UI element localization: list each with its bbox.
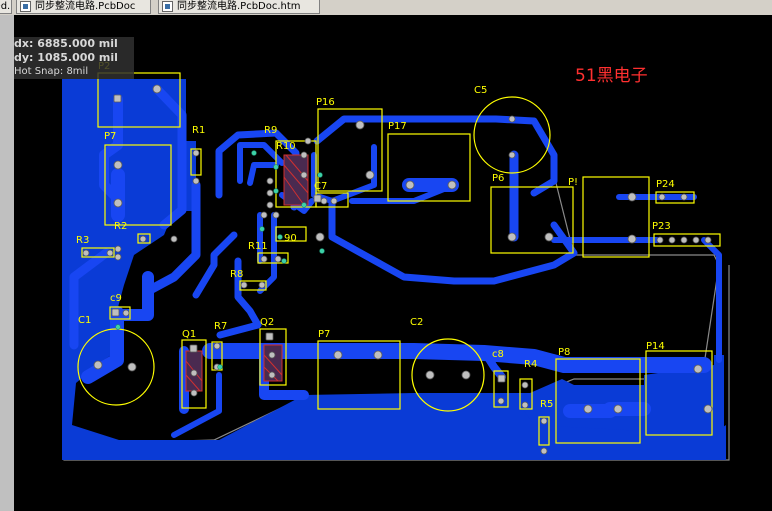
component-label: R2 [114, 221, 128, 232]
component-label: C1 [78, 315, 92, 326]
component-label: Q2 [260, 317, 275, 328]
component-label: P17 [388, 121, 407, 132]
component-label: P8 [558, 347, 571, 358]
dx-value: 6885.000 mil [37, 37, 118, 50]
component-label: Q1 [182, 329, 197, 340]
component-label: C5 [474, 85, 488, 96]
component-label: P24 [656, 179, 675, 190]
silkscreen-layer [77, 72, 721, 446]
brand-watermark: 51黑电子 [575, 66, 648, 86]
component-label: R3 [76, 235, 90, 246]
copper-pour-right [520, 405, 726, 460]
pcb-canvas[interactable]: P2P7R1R9R10P16P17C5R3R2C7P6P!P24P23R1190… [14, 15, 772, 511]
component-label: C2 [410, 317, 424, 328]
tab-0-label: Dd... [0, 1, 11, 12]
dy-value: 1085.000 mil [37, 51, 118, 64]
tab-1-label: 同步整流电路.PcbDoc [35, 1, 136, 12]
document-tab-0[interactable]: Dd... [0, 0, 12, 14]
component-label: c8 [492, 349, 504, 360]
component-label: P7 [318, 329, 331, 340]
document-tab-bar: Dd... 同步整流电路.PcbDoc 同步整流电路.PcbDoc.htm [0, 0, 772, 16]
pcb-document-icon [20, 1, 31, 12]
component-label: P! [568, 177, 579, 188]
html-document-icon [162, 1, 173, 12]
snap-indicator: Hot Snap: 8mil [14, 66, 89, 77]
component-label: P16 [316, 97, 335, 108]
component-label: R10 [276, 141, 296, 152]
pads-layer [82, 84, 713, 455]
component-label: R5 [540, 399, 554, 410]
document-tab-htm[interactable]: 同步整流电路.PcbDoc.htm [158, 0, 320, 14]
coordinate-readout: dx: 6885.000 mil dy: 1085.000 mil Hot Sn… [14, 37, 134, 79]
copper-pour-left-top [62, 79, 109, 385]
vias-layer [115, 150, 325, 370]
component-label: c9 [110, 293, 122, 304]
document-tab-pcbdoc[interactable]: 同步整流电路.PcbDoc [16, 0, 151, 14]
component-label: C7 [314, 181, 328, 192]
component-label: P7 [104, 131, 117, 142]
component-label: P23 [652, 221, 671, 232]
component-label: P6 [492, 173, 505, 184]
component-label: R11 [248, 241, 268, 252]
component-label: P14 [646, 341, 665, 352]
component-label: R1 [192, 125, 206, 136]
dx-label: dx: [14, 37, 34, 50]
component-label: R7 [214, 321, 228, 332]
component-label: 90 [284, 233, 297, 244]
trace-layer [69, 84, 722, 438]
dy-label: dy: [14, 51, 34, 64]
component-label: R8 [230, 269, 244, 280]
tab-2-label: 同步整流电路.PcbDoc.htm [177, 1, 301, 12]
copper-pour-main [62, 79, 724, 460]
component-label: R4 [524, 359, 538, 370]
left-gutter [0, 15, 15, 511]
component-label: R9 [264, 125, 278, 136]
